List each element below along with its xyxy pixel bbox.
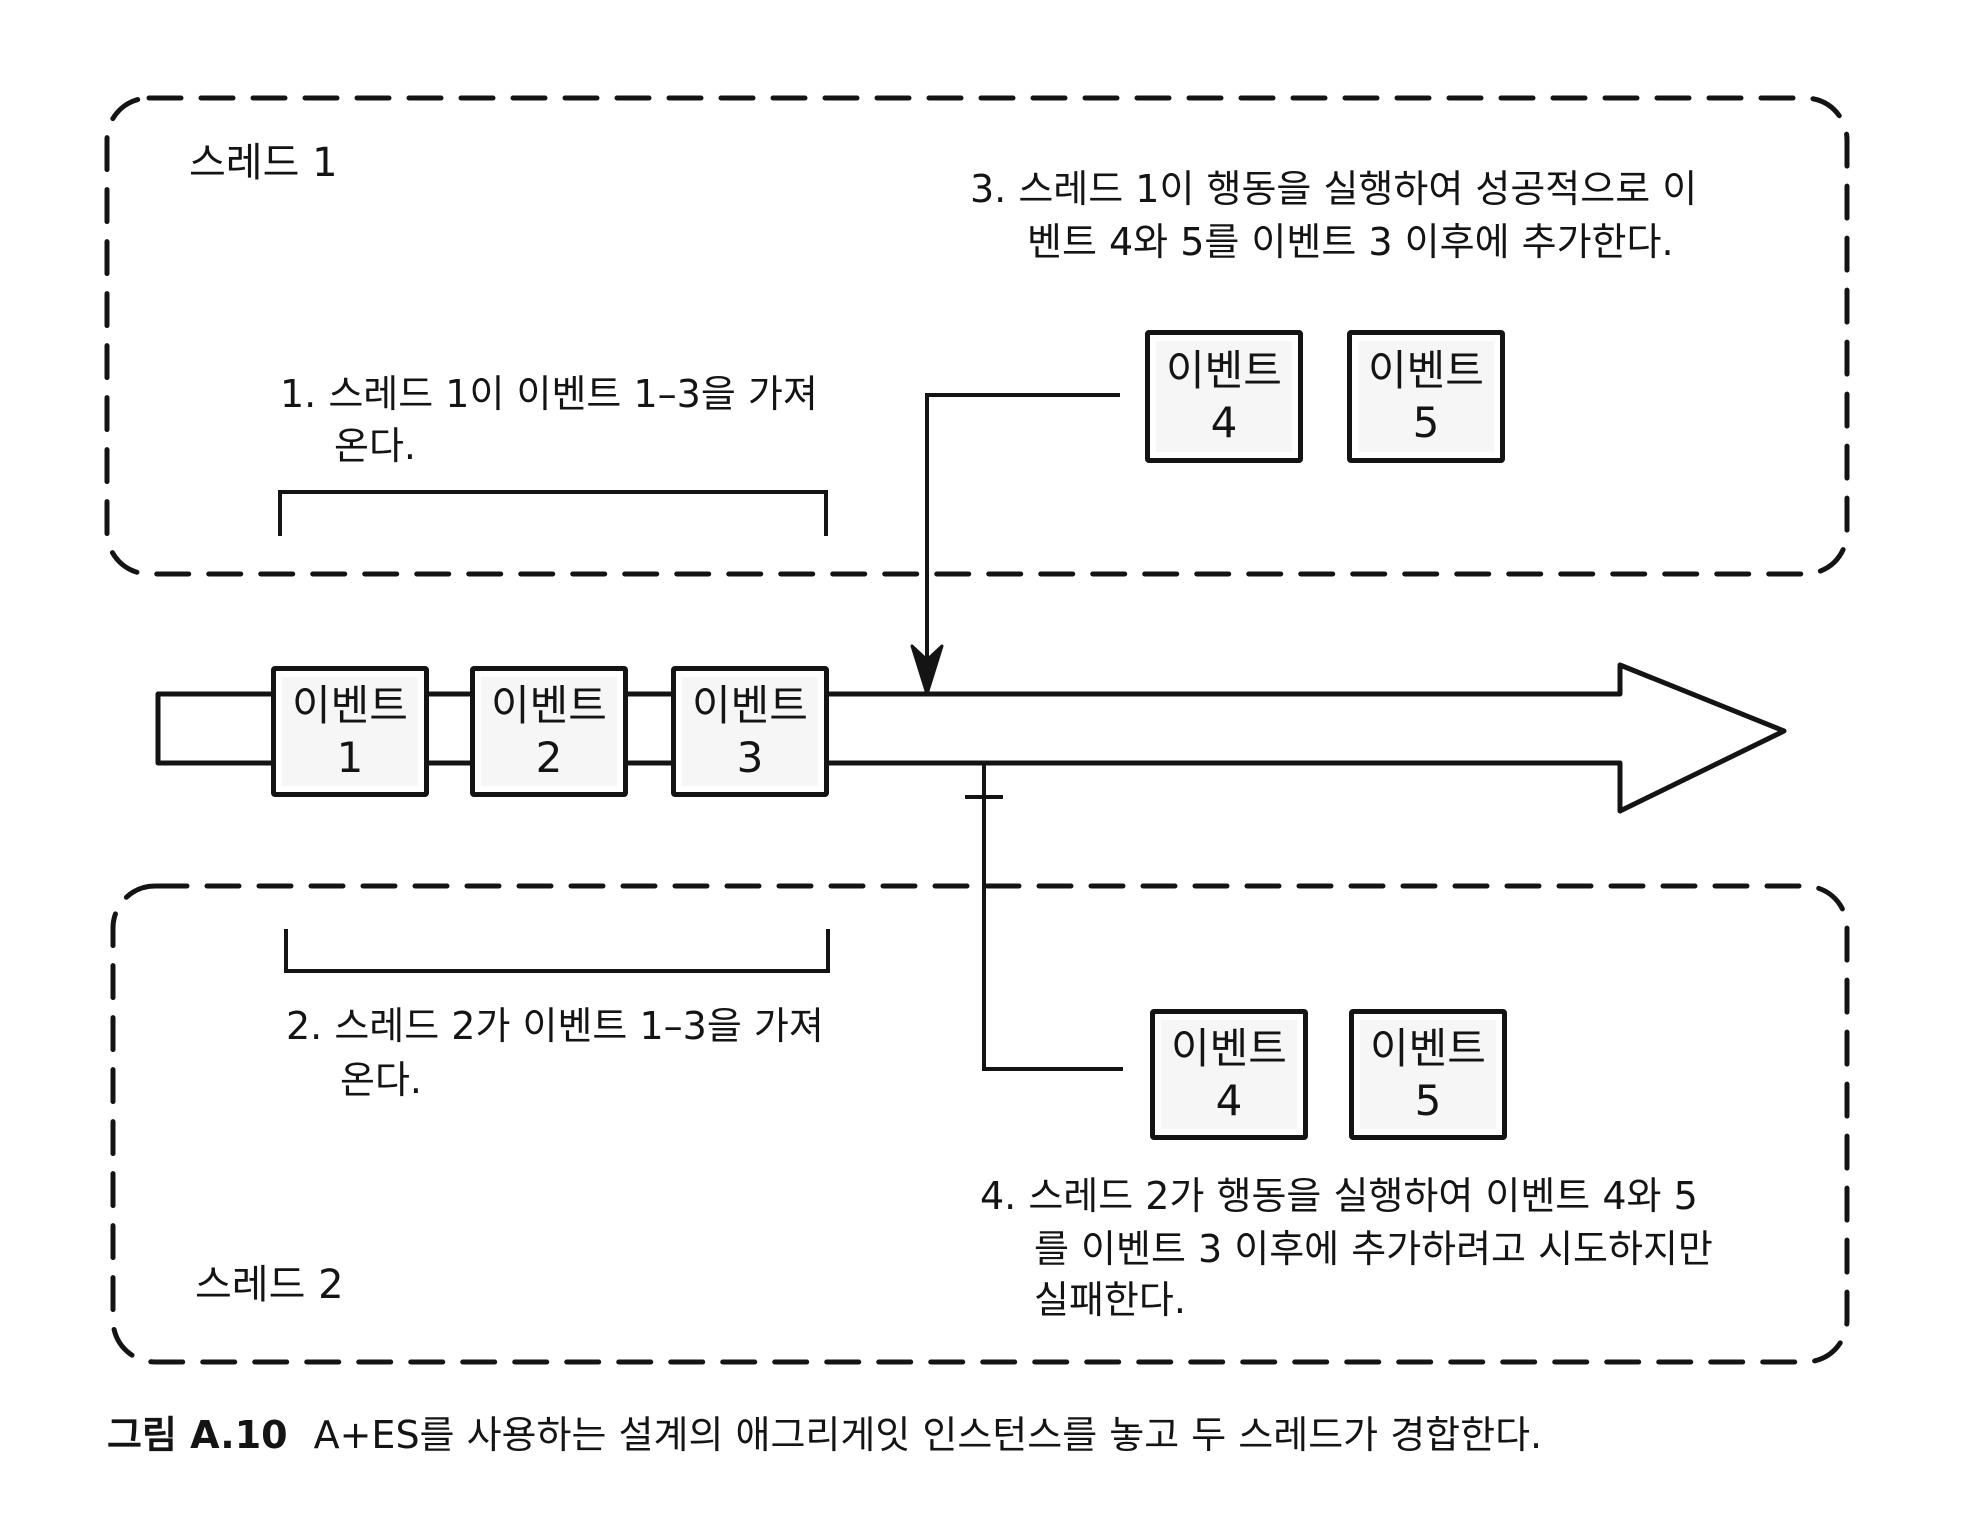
event-title: 이벤트 bbox=[292, 680, 408, 730]
step1-text-line: 온다. bbox=[334, 424, 416, 468]
step3-text-line: 벤트 4와 5를 이벤트 3 이후에 추가한다. bbox=[1027, 220, 1674, 264]
event-number: 5 bbox=[1412, 397, 1440, 447]
step2-text-line: 2. 스레드 2가 이벤트 1–3을 가져 bbox=[286, 1004, 824, 1048]
figure-caption: 그림 A.10 A+ES를 사용하는 설계의 애그리게잇 인스턴스를 놓고 두 스… bbox=[107, 1410, 1542, 1460]
thread2-event-box: 이벤트 5 bbox=[1349, 1009, 1507, 1140]
event-title: 이벤트 bbox=[1166, 345, 1282, 395]
thread1-append-arrowhead bbox=[910, 644, 944, 696]
step4-text-line: 를 이벤트 3 이후에 추가하려고 시도하지만 bbox=[1034, 1227, 1713, 1271]
event-number: 5 bbox=[1414, 1075, 1442, 1125]
thread1-fetch-bracket bbox=[278, 490, 828, 536]
event-fill bbox=[682, 677, 818, 786]
event-number: 4 bbox=[1215, 1075, 1243, 1125]
event-title: 이벤트 bbox=[1370, 1023, 1486, 1073]
event-fill bbox=[282, 677, 418, 786]
thread2-event-box: 이벤트 4 bbox=[1150, 1009, 1308, 1140]
event-title: 이벤트 bbox=[1171, 1023, 1287, 1073]
event-title: 이벤트 bbox=[491, 680, 607, 730]
event-fill bbox=[481, 677, 617, 786]
step4-text-line: 실패한다. bbox=[1034, 1278, 1186, 1322]
stream-event-box: 이벤트 2 bbox=[470, 666, 628, 797]
event-fill bbox=[1161, 1020, 1297, 1129]
stream-event-box: 이벤트 3 bbox=[671, 666, 829, 797]
thread1-label: 스레드 1 bbox=[189, 140, 338, 186]
event-number: 4 bbox=[1210, 397, 1238, 447]
thread1-event-box: 이벤트 5 bbox=[1347, 330, 1505, 463]
event-fill bbox=[1358, 341, 1494, 452]
event-fill bbox=[1360, 1020, 1496, 1129]
caption-text: A+ES를 사용하는 설계의 애그리게잇 인스턴스를 놓고 두 스레드가 경합한… bbox=[313, 1413, 1543, 1457]
event-title: 이벤트 bbox=[692, 680, 808, 730]
step1-text-line: 1. 스레드 1이 이벤트 1–3을 가져 bbox=[280, 372, 818, 416]
event-number: 2 bbox=[535, 732, 563, 782]
step4-text-line: 4. 스레드 2가 행동을 실행하여 이벤트 4와 5 bbox=[980, 1174, 1698, 1218]
event-title: 이벤트 bbox=[1368, 345, 1484, 395]
thread1-event-box: 이벤트 4 bbox=[1145, 330, 1303, 463]
thread2-label: 스레드 2 bbox=[195, 1262, 344, 1308]
thread2-append-connector bbox=[982, 763, 1123, 1071]
thread1-append-connector bbox=[925, 393, 1120, 682]
event-fill bbox=[1156, 341, 1292, 452]
figure-number: 그림 A.10 bbox=[107, 1413, 288, 1457]
stream-event-box: 이벤트 1 bbox=[271, 666, 429, 797]
step2-text-line: 온다. bbox=[340, 1058, 422, 1102]
thread2-boundary bbox=[110, 883, 1850, 1365]
thread2-fetch-bracket bbox=[284, 929, 830, 973]
event-number: 3 bbox=[736, 732, 764, 782]
event-number: 1 bbox=[336, 732, 364, 782]
step3-text-line: 3. 스레드 1이 행동을 실행하여 성공적으로 이 bbox=[970, 167, 1698, 211]
